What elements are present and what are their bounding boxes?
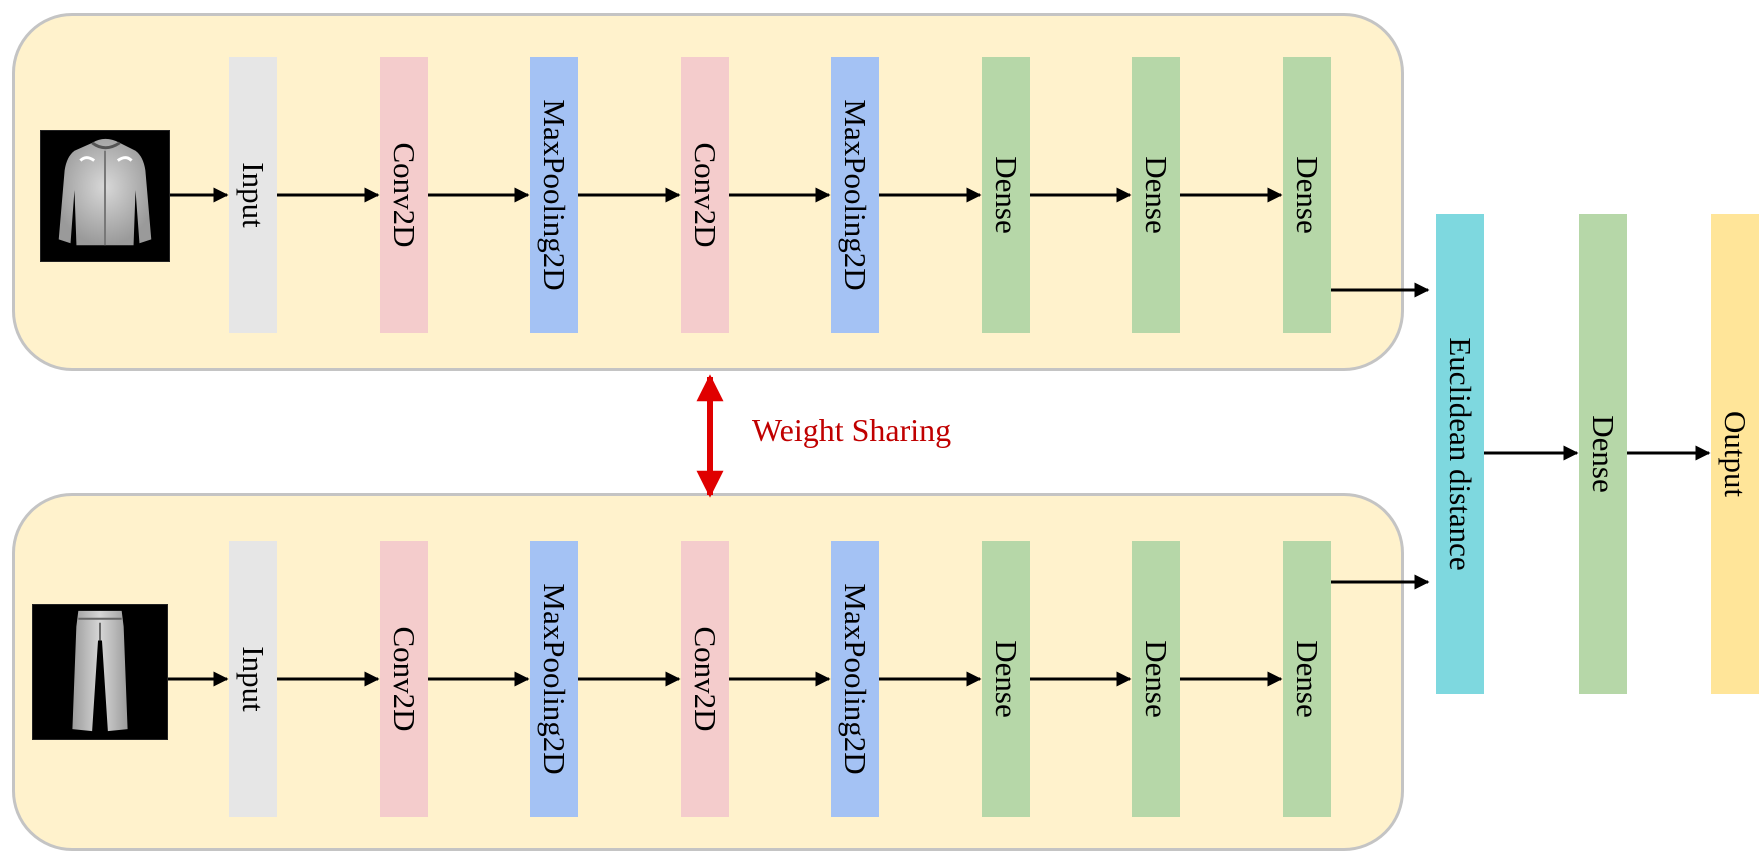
- lower-layer-3-maxpooling2d: MaxPooling2D: [530, 541, 578, 817]
- lower-layer-7-dense-label: Dense: [1139, 640, 1174, 718]
- upper-layer-1-input-label: Input: [236, 162, 271, 228]
- upper-layer-1-input: Input: [229, 57, 277, 333]
- upper-layer-2-conv2d-label: Conv2D: [387, 142, 422, 248]
- upper-layer-7-dense-label: Dense: [1139, 156, 1174, 234]
- head-layer-3-output: Output: [1711, 214, 1759, 694]
- lower-layer-1-input-label: Input: [236, 646, 271, 712]
- lower-layer-6-dense-label: Dense: [989, 640, 1024, 718]
- upper-layer-7-dense: Dense: [1132, 57, 1180, 333]
- upper-layer-5-maxpooling2d: MaxPooling2D: [831, 57, 879, 333]
- upper-layer-3-maxpooling2d: MaxPooling2D: [530, 57, 578, 333]
- trousers-image: [32, 604, 168, 740]
- lower-layer-8-dense-label: Dense: [1290, 640, 1325, 718]
- lower-layer-7-dense: Dense: [1132, 541, 1180, 817]
- lower-layer-2-conv2d-label: Conv2D: [387, 626, 422, 732]
- lower-layer-6-dense: Dense: [982, 541, 1030, 817]
- jacket-image: [40, 130, 170, 262]
- weight-sharing-label: Weight Sharing: [752, 412, 952, 448]
- upper-layer-8-dense-label: Dense: [1290, 156, 1325, 234]
- upper-layer-5-maxpooling2d-label: MaxPooling2D: [838, 99, 873, 291]
- head-layer-3-output-label: Output: [1718, 410, 1753, 498]
- lower-layer-4-conv2d-label: Conv2D: [688, 626, 723, 732]
- upper-layer-2-conv2d: Conv2D: [380, 57, 428, 333]
- upper-layer-3-maxpooling2d-label: MaxPooling2D: [537, 99, 572, 291]
- lower-layer-5-maxpooling2d: MaxPooling2D: [831, 541, 879, 817]
- lower-layer-2-conv2d: Conv2D: [380, 541, 428, 817]
- lower-layer-5-maxpooling2d-label: MaxPooling2D: [838, 583, 873, 775]
- lower-layer-3-maxpooling2d-label: MaxPooling2D: [537, 583, 572, 775]
- head-layer-1-euclidean-distance-label: Euclidean distance: [1443, 337, 1478, 571]
- upper-layer-6-dense-label: Dense: [989, 156, 1024, 234]
- lower-layer-4-conv2d: Conv2D: [681, 541, 729, 817]
- head-layer-2-dense-label: Dense: [1586, 415, 1621, 493]
- lower-layer-1-input: Input: [229, 541, 277, 817]
- upper-layer-4-conv2d-label: Conv2D: [688, 142, 723, 248]
- head-layer-1-euclidean-distance: Euclidean distance: [1436, 214, 1484, 694]
- upper-layer-4-conv2d: Conv2D: [681, 57, 729, 333]
- head-layer-2-dense: Dense: [1579, 214, 1627, 694]
- upper-layer-8-dense: Dense: [1283, 57, 1331, 333]
- upper-layer-6-dense: Dense: [982, 57, 1030, 333]
- lower-layer-8-dense: Dense: [1283, 541, 1331, 817]
